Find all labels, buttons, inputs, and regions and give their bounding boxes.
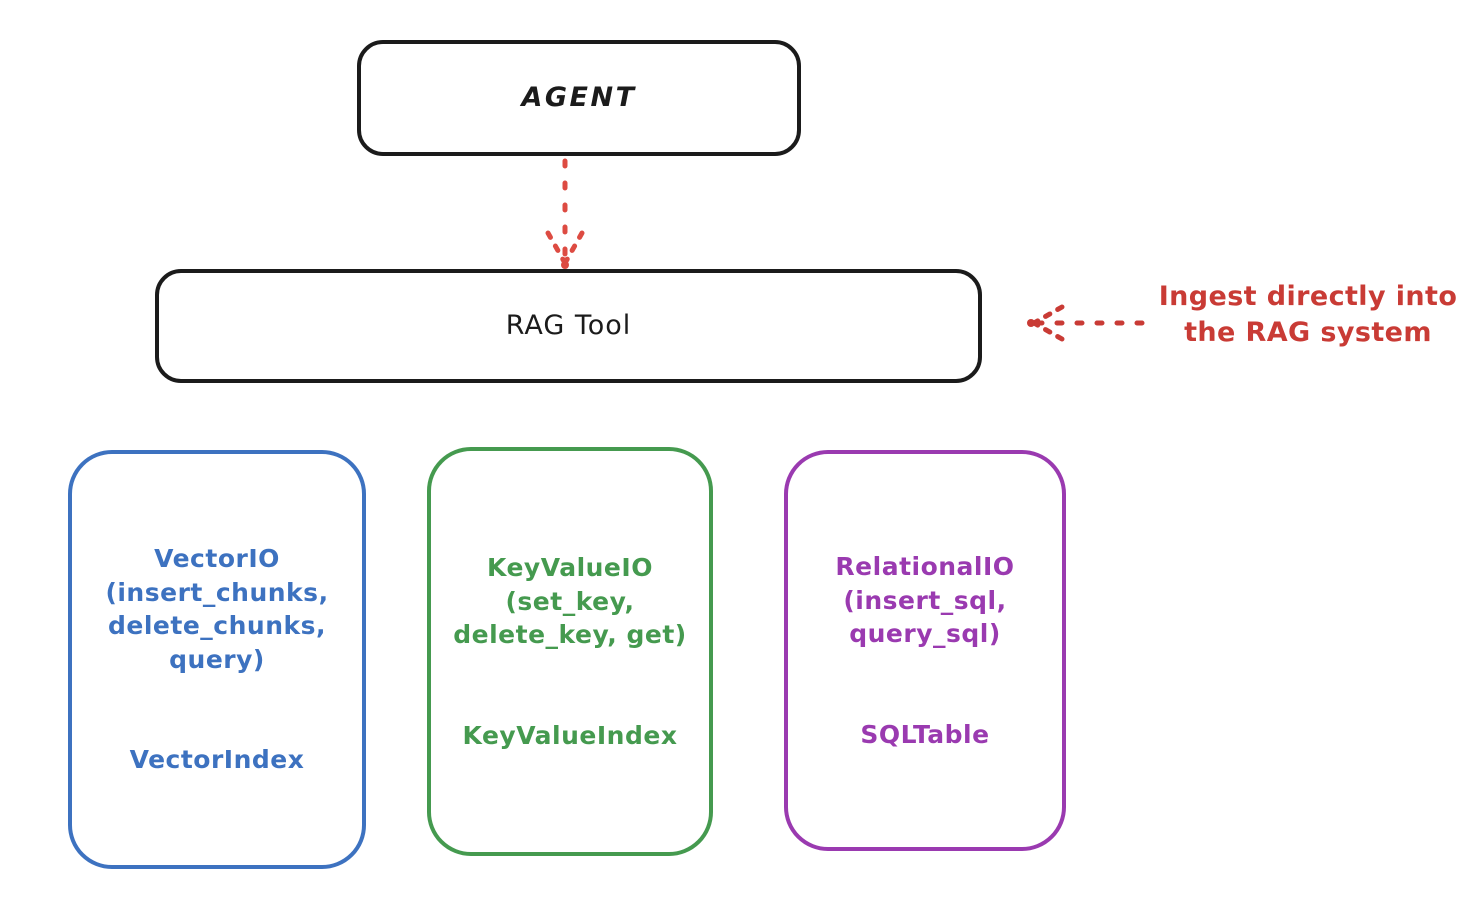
arrowhead-top-barb: [1031, 304, 1065, 326]
node-relational-io-label: RelationalIO (insert_sql, query_sql) SQL…: [835, 552, 1015, 749]
arrowhead-right-barb: [562, 230, 585, 266]
node-relational-io[interactable]: RelationalIO (insert_sql, query_sql) SQL…: [784, 450, 1066, 851]
annotation-ingest-directly: Ingest directly into the RAG system: [1158, 281, 1458, 349]
node-vector-io[interactable]: VectorIO (insert_chunks, delete_chunks, …: [68, 450, 366, 869]
arrowhead-bottom-barb: [1031, 320, 1065, 342]
node-agent[interactable]: AGENT: [357, 40, 801, 156]
node-key-value-io[interactable]: KeyValueIO (set_key, delete_key, get) Ke…: [427, 447, 713, 856]
node-rag-tool[interactable]: RAG Tool: [155, 269, 982, 383]
arrowhead-left-barb: [545, 230, 568, 266]
connector-ingest-arrow: [1027, 304, 1145, 342]
node-rag-tool-label: RAG Tool: [505, 310, 632, 342]
arrowhead-tip: [561, 261, 569, 269]
node-key-value-io-label: KeyValueIO (set_key, delete_key, get) Ke…: [453, 553, 687, 750]
node-vector-io-label: VectorIO (insert_chunks, delete_chunks, …: [105, 544, 329, 775]
node-agent-label: AGENT: [521, 82, 637, 114]
arrowhead-tip: [1027, 319, 1035, 327]
connector-agent-to-rag-tool: [545, 158, 585, 269]
